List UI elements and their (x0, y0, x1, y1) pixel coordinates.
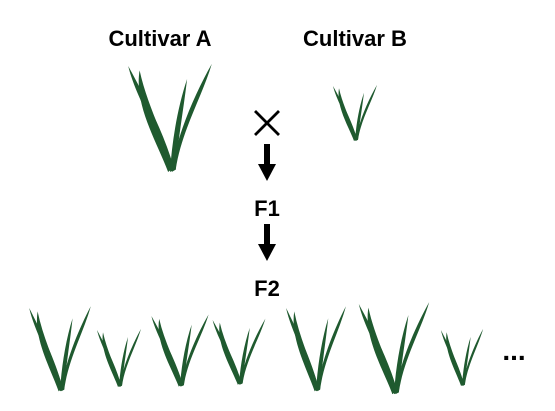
f1-label: F1 (254, 196, 280, 221)
cultivar-a-label: Cultivar A (108, 26, 211, 51)
f2-plant-3-icon (151, 314, 209, 387)
f2-plant-4-icon (212, 318, 266, 385)
f2-label: F2 (254, 276, 280, 301)
arrow-down-icon (258, 224, 276, 261)
f2-plant-7-icon (440, 328, 484, 386)
continuation-ellipsis: ... (502, 335, 525, 366)
cultivar-b-plant-icon (333, 84, 377, 141)
f2-offspring-row (29, 302, 484, 395)
cross-icon (254, 110, 280, 136)
f2-plant-1-icon (29, 306, 91, 392)
cultivar-b-label: Cultivar B (303, 26, 407, 51)
arrow-down-icon (258, 144, 276, 181)
cultivar-a-plant-icon (128, 63, 212, 172)
f2-plant-5-icon (286, 306, 346, 392)
f2-plant-6-icon (358, 302, 430, 395)
f2-plant-2-icon (97, 328, 141, 387)
